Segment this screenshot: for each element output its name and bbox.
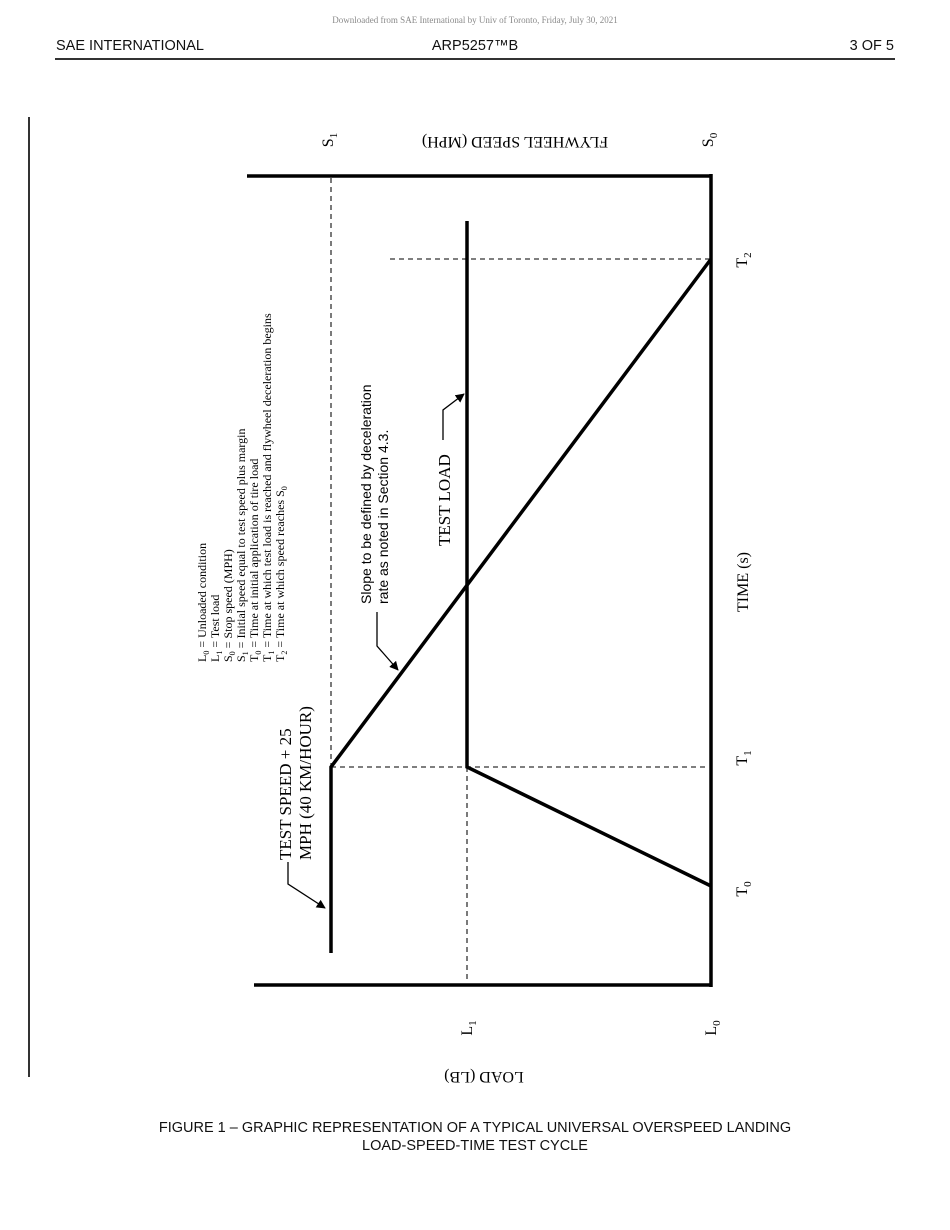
test-speed-label-line1: TEST SPEED + 25 — [276, 728, 295, 860]
slope-label-line1: Slope to be defined by deceleration — [358, 385, 374, 605]
test-load-label: TEST LOAD — [435, 454, 454, 546]
speed-curve — [329, 257, 713, 953]
legend: L0 = Unloaded condition L1 = Test load S… — [195, 313, 289, 662]
time-tick-t0: T0 — [734, 881, 754, 897]
legend-item: L0 = Unloaded condition — [195, 543, 211, 662]
legend-item: T0 = Time at initial application of tire… — [247, 459, 263, 662]
legend-item: L1 = Test load — [208, 595, 224, 662]
caption-line-1: FIGURE 1 – GRAPHIC REPRESENTATION OF A T… — [158, 1120, 792, 1136]
test-speed-label-line2: MPH (40 KM/HOUR) — [296, 706, 315, 860]
load-tick-l0: L0 — [703, 1020, 723, 1036]
document-number: ARP5257™B — [431, 38, 519, 54]
axes — [247, 174, 713, 987]
download-watermark: Downloaded from SAE International by Uni… — [332, 15, 618, 25]
time-tick-t2: T2 — [734, 252, 754, 267]
caption-line-2: LOAD-SPEED-TIME TEST CYCLE — [362, 1138, 588, 1154]
speed-tick-s1: S1 — [320, 133, 340, 147]
time-tick-t1: T1 — [734, 750, 754, 765]
publisher-name: SAE INTERNATIONAL — [56, 38, 204, 54]
legend-item: S0 = Stop speed (MPH) — [221, 549, 237, 662]
change-bar — [28, 117, 30, 1077]
slope-label-line2: rate as noted in Section 4.3. — [375, 430, 391, 604]
page-number: 3 OF 5 — [849, 38, 894, 54]
legend-item: T1 = Time at which test load is reached … — [260, 313, 276, 662]
load-curve — [465, 221, 712, 888]
load-tick-l1: L1 — [459, 1020, 479, 1035]
test-load-annotation: TEST LOAD — [435, 393, 465, 546]
test-speed-arrow — [287, 862, 326, 909]
slope-arrow — [376, 612, 399, 671]
legend-item: S1 = Initial speed equal to test speed p… — [234, 428, 250, 662]
figure-caption: FIGURE 1 – GRAPHIC REPRESENTATION OF A T… — [0, 1119, 950, 1155]
test-load-arrow — [442, 393, 465, 440]
speed-tick-s0: S0 — [700, 132, 720, 147]
slope-annotation: Slope to be defined by deceleration rate… — [358, 385, 399, 671]
page-header: SAE INTERNATIONAL ARP5257™B 3 OF 5 — [56, 38, 894, 58]
header-rule — [55, 58, 895, 60]
test-speed-annotation: TEST SPEED + 25 MPH (40 KM/HOUR) — [276, 706, 326, 909]
load-axis-label: LOAD (LB) — [444, 1068, 524, 1085]
reference-lines — [330, 178, 709, 983]
speed-axis-label: FLYWHEEL SPEED (MPH) — [422, 133, 608, 150]
time-axis-label: TIME (s) — [735, 552, 752, 612]
legend-item: T2 = Time at which speed reaches S0 — [273, 486, 289, 662]
